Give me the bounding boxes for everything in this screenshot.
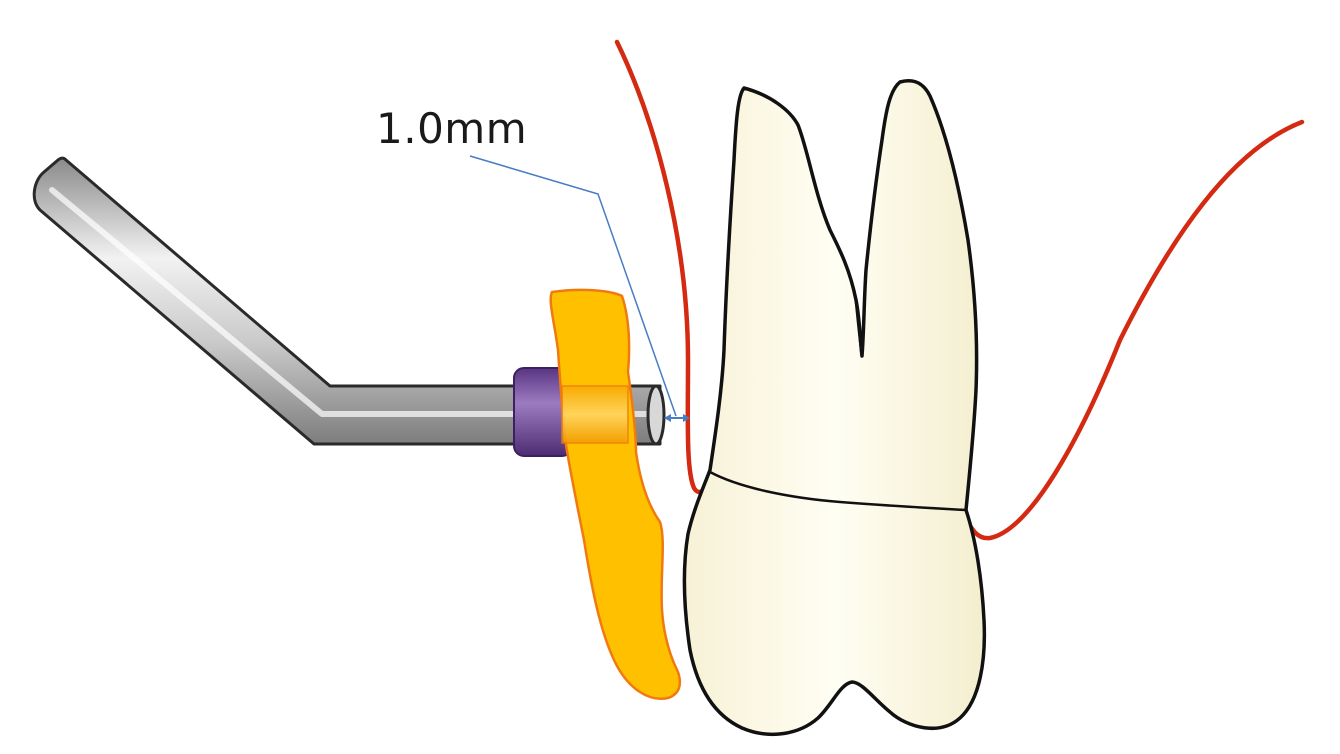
dimension-arrow-icon xyxy=(664,414,690,422)
measurement-label: 1.0mm xyxy=(376,104,528,153)
surgical-guide-icon xyxy=(549,288,682,700)
root-furcation-line xyxy=(854,299,864,357)
gingival-margin-line xyxy=(614,39,1305,541)
guide-body xyxy=(549,288,682,700)
instrument-tip xyxy=(646,384,666,446)
cej-line xyxy=(709,470,967,512)
tooth-outline xyxy=(682,79,987,737)
guide-band xyxy=(561,385,629,444)
tooth-icon xyxy=(682,79,987,737)
leader-line xyxy=(469,155,677,417)
